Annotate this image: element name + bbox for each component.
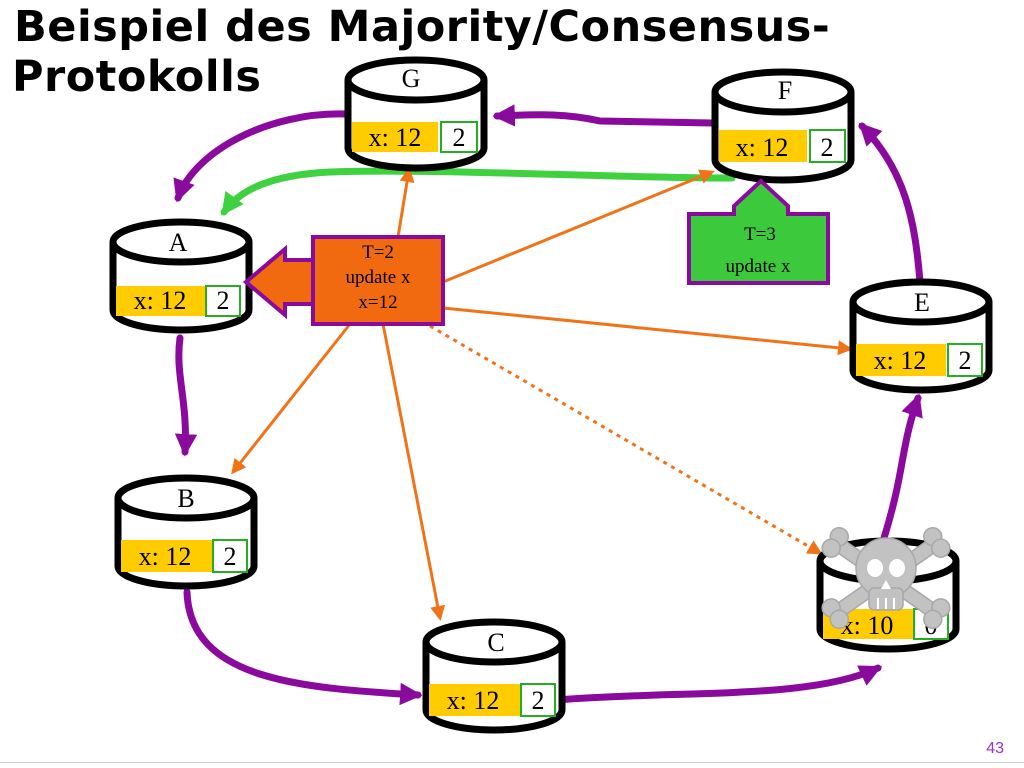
node-g: G x: 12 2 [344, 56, 488, 172]
node-timestamp: 2 [224, 542, 237, 571]
node-label: B [177, 484, 194, 513]
update-arrows [231, 167, 853, 621]
node-value: x: 12 [139, 542, 192, 571]
request-arrow-to-f [687, 178, 830, 285]
arrow-g-to-a [173, 110, 349, 203]
arrow-update-to-d-failed [429, 324, 823, 555]
skull-crossbones-icon [821, 526, 951, 630]
node-value: x: 10 [841, 611, 894, 640]
arrow-d-to-e [880, 393, 923, 542]
request-t2-update: T=2 update x x=12 [242, 235, 445, 326]
node-label: A [169, 228, 188, 257]
node-timestamp: 2 [532, 686, 545, 715]
arrow-update-to-c [381, 323, 446, 621]
arrow-a-to-b [174, 334, 198, 457]
slide-title-line-2: Protokolls [12, 52, 262, 102]
arrow-update-to-g [396, 167, 415, 238]
node-value: x: 12 [447, 686, 500, 715]
node-b: B x: 12 2 [114, 474, 258, 590]
request-t2-line-2: update x [346, 267, 411, 288]
arrow-f-to-g [492, 104, 716, 127]
arrow-e-to-f [858, 122, 924, 286]
node-timestamp: 2 [821, 133, 834, 162]
ring-arrows [173, 104, 924, 706]
arrow-update-to-f [442, 169, 715, 284]
node-label: E [914, 288, 930, 317]
node-value: x: 12 [736, 133, 789, 162]
node-label: C [487, 628, 504, 657]
arrow-f-to-a-rejected [220, 167, 736, 216]
request-t2-line-1: T=2 [362, 242, 394, 263]
arrow-c-to-d [553, 664, 883, 704]
arrow-update-to-e [442, 306, 853, 356]
request-t3-update: T=3 update x [687, 178, 830, 285]
node-f: F x: 12 2 [711, 68, 855, 184]
slide-title: Beispiel des Majority/Consensus- Protoko… [12, 2, 831, 102]
slide-title-line-1: Beispiel des Majority/Consensus- [14, 2, 831, 52]
request-arrow-to-a [242, 244, 317, 320]
arrow-b-to-c [183, 588, 423, 706]
node-value: x: 12 [874, 346, 927, 375]
node-timestamp: 2 [453, 123, 466, 152]
request-t3-line-1: T=3 [744, 224, 776, 245]
node-a: A x: 12 2 [109, 218, 253, 334]
request-t2-line-3: x=12 [358, 292, 397, 313]
node-c: C x: 12 2 [422, 618, 566, 734]
slide-number: 43 [986, 740, 1004, 757]
node-value: x: 12 [134, 286, 187, 315]
arrow-update-to-b [231, 323, 352, 475]
node-timestamp: 2 [959, 346, 972, 375]
footer-divider [0, 762, 1024, 763]
request-t3-line-2: update x [726, 256, 791, 277]
node-e: E x: 12 2 [849, 278, 993, 394]
node-value: x: 12 [369, 123, 422, 152]
node-label: G [402, 64, 421, 93]
node-timestamp: 2 [217, 286, 230, 315]
node-label: F [778, 76, 792, 105]
